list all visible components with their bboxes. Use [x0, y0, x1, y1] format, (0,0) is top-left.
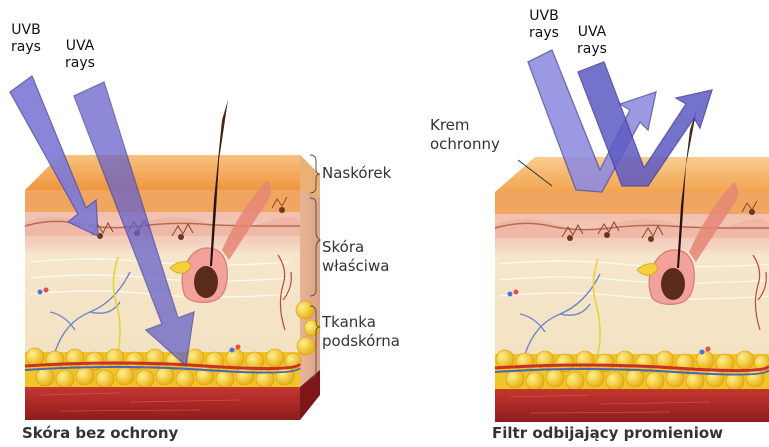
uva-label-right-line2: rays	[572, 41, 612, 58]
uva-label-left-line2: rays	[60, 55, 100, 72]
caption-left: Skóra bez ochrony	[22, 424, 178, 442]
label-dermis: Skóra właściwa	[322, 238, 389, 276]
label-cream: Krem ochronny	[430, 116, 500, 154]
right-skin-block	[495, 50, 769, 422]
label-cream-line2: ochronny	[430, 135, 500, 154]
left-skin-block	[10, 76, 320, 420]
uvb-label-right: UVB rays	[524, 8, 564, 42]
label-hypodermis: Tkanka podskórna	[322, 313, 400, 351]
muscle-layer	[25, 387, 300, 420]
uva-label-left-line1: UVA	[60, 38, 100, 55]
uva-label-right: UVA rays	[572, 24, 612, 58]
uvb-label-left-line1: UVB	[6, 22, 46, 39]
uva-label-right-line1: UVA	[572, 24, 612, 41]
label-dermis-line2: właściwa	[322, 257, 389, 276]
caption-right: Filtr odbijający promieniow	[492, 424, 723, 442]
uvb-label-right-line2: rays	[524, 25, 564, 42]
uvb-label-left-line2: rays	[6, 39, 46, 56]
label-epidermis: Naskórek	[322, 164, 391, 183]
uvb-label-left: UVB rays	[6, 22, 46, 56]
uvb-label-right-line1: UVB	[524, 8, 564, 25]
label-cream-line1: Krem	[430, 116, 500, 135]
label-hypodermis-line2: podskórna	[322, 332, 400, 351]
label-hypodermis-line1: Tkanka	[322, 313, 400, 332]
label-dermis-line1: Skóra	[322, 238, 389, 257]
uva-label-left: UVA rays	[60, 38, 100, 72]
